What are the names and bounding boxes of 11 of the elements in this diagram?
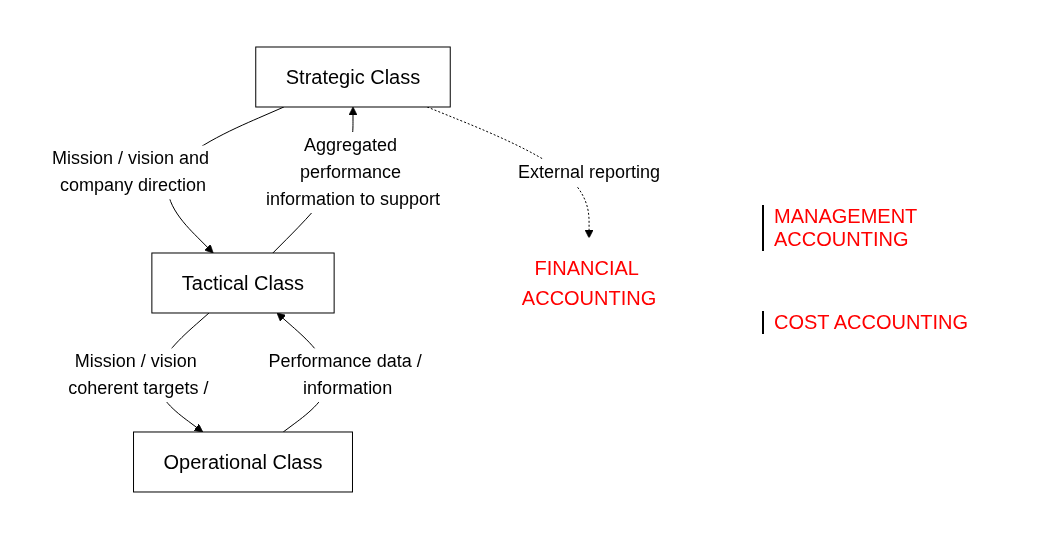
accounting-label: COST ACCOUNTING [762, 310, 1022, 334]
node-box: Strategic Class [255, 46, 451, 107]
accounting-label: MANAGEMENT ACCOUNTING [762, 204, 1022, 251]
edge-label: Mission / vision coherent targets / [68, 350, 209, 398]
edge-label: External reporting [517, 161, 661, 182]
node-box: Operational Class [132, 431, 353, 492]
edge-label: Mission / vision and company direction [51, 148, 209, 195]
node-box: Tactical Class [151, 252, 335, 313]
edge-label: Performance data / information [268, 350, 422, 398]
edge-label: Aggregated performance information to support [265, 134, 440, 209]
node-text: FINANCIAL ACCOUNTING [521, 256, 657, 309]
